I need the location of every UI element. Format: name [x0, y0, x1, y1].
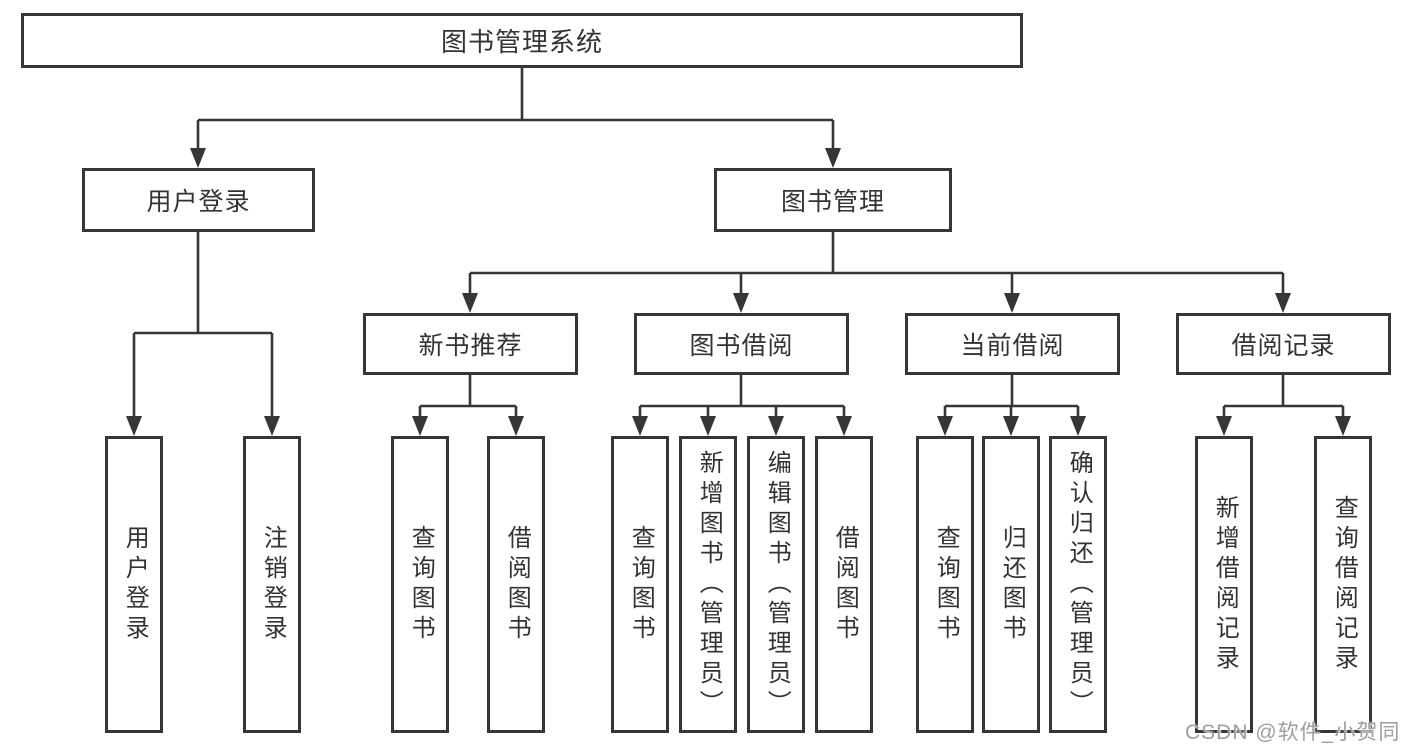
node-label: 用户登录 — [121, 524, 149, 645]
node-label: 注销登录 — [259, 524, 287, 645]
node-label: 借阅图书 — [831, 524, 859, 645]
node-label: 新增图书（管理员） — [695, 449, 723, 720]
node-label: 图书管理 — [780, 188, 885, 216]
node-add-book-admin: 新增图书（管理员） — [679, 436, 737, 733]
node-borrow-books-borrowing: 借阅图书 — [815, 436, 873, 733]
node-label: 查询借阅记录 — [1330, 494, 1358, 675]
node-query-books-recommend: 查询图书 — [391, 436, 449, 733]
node-current-borrowing: 当前借阅 — [905, 313, 1120, 375]
node-borrowing-records: 借阅记录 — [1176, 313, 1391, 375]
node-label: 编辑图书（管理员） — [763, 449, 791, 720]
node-user-login: 用户登录 — [105, 436, 163, 733]
node-label: 图书管理系统 — [440, 27, 603, 57]
node-label: 图书借阅 — [689, 332, 794, 360]
node-book-management-module: 图书管理 — [714, 168, 952, 232]
node-add-borrow-record: 新增借阅记录 — [1195, 436, 1253, 733]
node-query-books-borrowing: 查询图书 — [611, 436, 669, 733]
node-label: 新增借阅记录 — [1211, 494, 1239, 675]
csdn-watermark: CSDN @软件_小贺同学 — [1185, 721, 1401, 744]
node-label: 用户登录 — [146, 188, 251, 216]
node-label: 确认归还（管理员） — [1065, 449, 1093, 720]
node-label: 新书推荐 — [418, 332, 523, 360]
node-label: 查询图书 — [627, 524, 655, 645]
node-query-borrow-record: 查询借阅记录 — [1314, 436, 1372, 733]
node-label: 归还图书 — [998, 524, 1026, 645]
node-book-borrowing: 图书借阅 — [634, 313, 849, 375]
node-edit-book-admin: 编辑图书（管理员） — [747, 436, 805, 733]
node-library-management-system: 图书管理系统 — [21, 13, 1023, 68]
node-logout: 注销登录 — [243, 436, 301, 733]
node-borrow-books-recommend: 借阅图书 — [487, 436, 545, 733]
node-return-books: 归还图书 — [982, 436, 1040, 733]
node-label: 查询图书 — [932, 524, 960, 645]
node-label: 当前借阅 — [960, 332, 1065, 360]
node-label: 查询图书 — [407, 524, 435, 645]
node-label: 借阅记录 — [1231, 332, 1336, 360]
node-query-books-current: 查询图书 — [916, 436, 974, 733]
node-confirm-return-admin: 确认归还（管理员） — [1049, 436, 1107, 733]
node-new-book-recommendation: 新书推荐 — [363, 313, 578, 375]
node-label: 借阅图书 — [503, 524, 531, 645]
node-user-login-module: 用户登录 — [82, 168, 315, 232]
tree-edges — [132, 68, 1345, 420]
